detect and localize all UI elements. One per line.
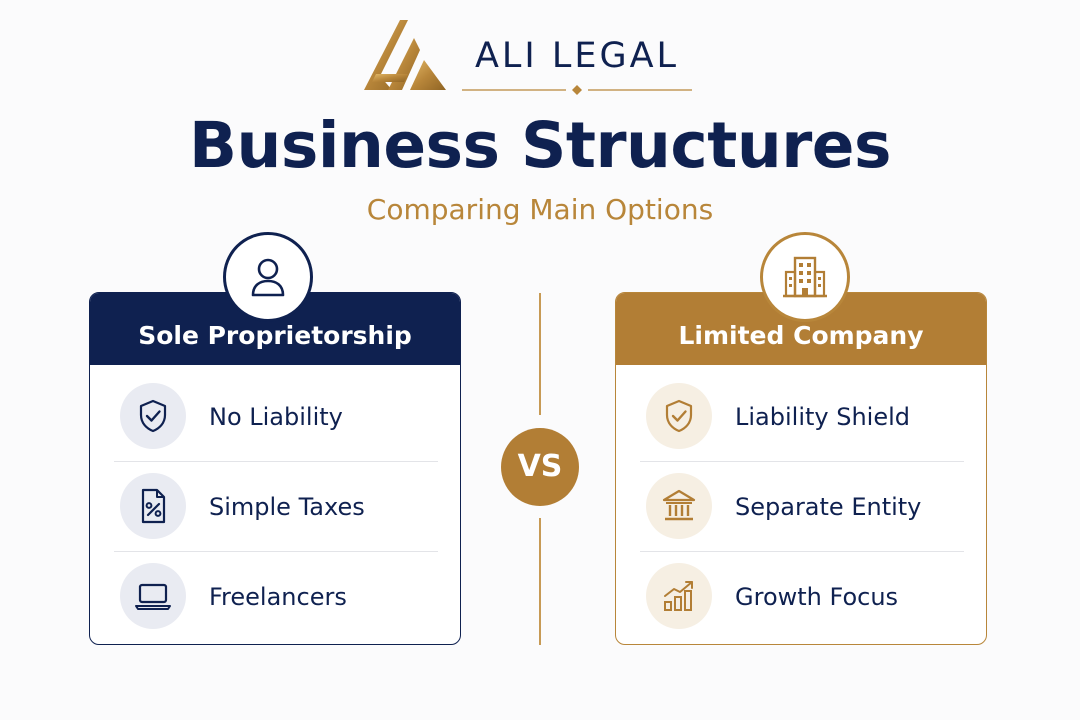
person-icon (251, 258, 285, 297)
laptop-icon (135, 583, 171, 610)
list-item: Simple Taxes (114, 463, 438, 553)
divider (114, 551, 438, 552)
divider (114, 461, 438, 462)
sole-proprietorship-badge (223, 232, 313, 322)
limited-company-card: Limited Company Liability Shield Separat… (615, 292, 987, 645)
shield-check-icon (665, 399, 693, 433)
page-subtitle: Comparing Main Options (366, 193, 714, 226)
brand-divider (462, 85, 692, 95)
list-item: Freelancers (114, 553, 438, 643)
limited-company-badge (760, 232, 850, 322)
center-divider-top (539, 293, 541, 415)
divider (640, 461, 964, 462)
divider (640, 551, 964, 552)
brand-logo: ALI LEGAL (362, 18, 692, 96)
list-item: No Liability (114, 373, 438, 463)
tax-document-icon (141, 488, 166, 524)
brand-name: ALI LEGAL (474, 36, 680, 76)
bank-icon (662, 489, 696, 521)
list-item: Separate Entity (640, 463, 964, 553)
center-divider-bottom (539, 518, 541, 645)
list-item: Liability Shield (640, 373, 964, 463)
ali-legal-logo-mark-icon (364, 20, 446, 90)
vs-badge: VS (501, 428, 579, 506)
growth-chart-icon (664, 581, 693, 611)
page-title: Business Structures (189, 109, 892, 182)
sole-proprietorship-card: Sole Proprietorship No Liability Simple … (89, 292, 461, 645)
list-item: Growth Focus (640, 553, 964, 643)
building-icon (783, 256, 827, 298)
shield-check-icon (139, 399, 167, 433)
